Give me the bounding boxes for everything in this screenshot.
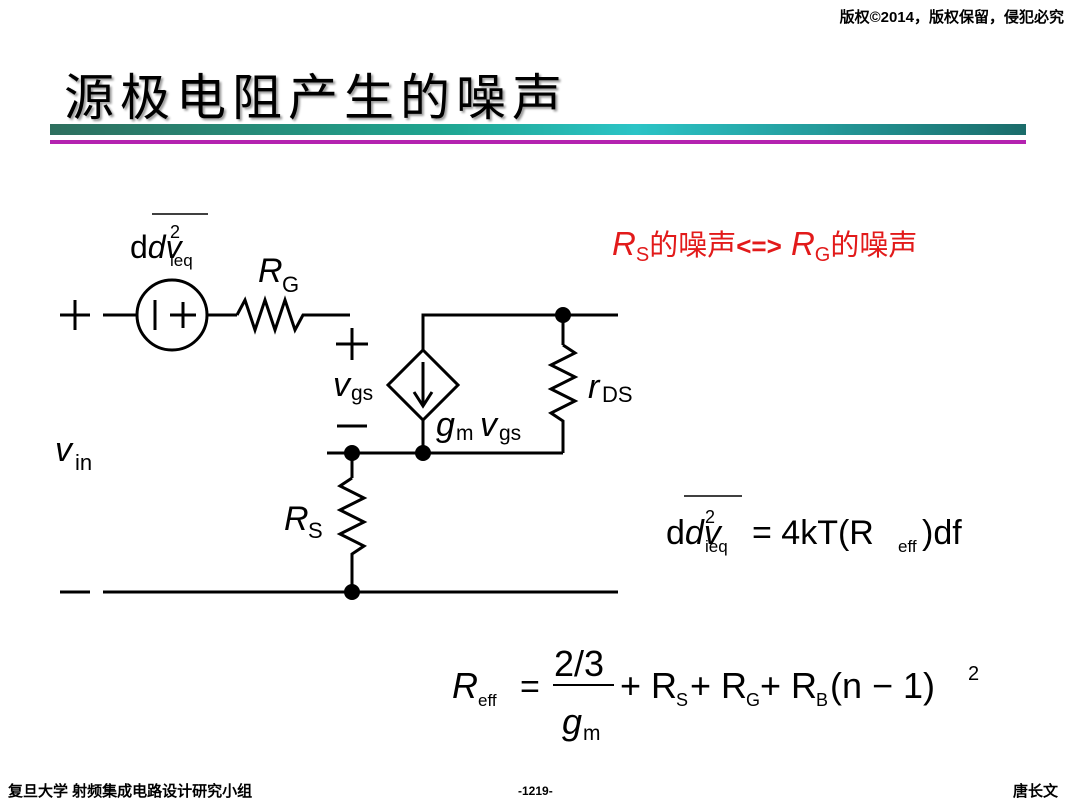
eq2-tail3-sub: B bbox=[816, 690, 828, 710]
title-underline-bar bbox=[50, 124, 1026, 135]
equivalence-arrow: <=> bbox=[736, 231, 782, 261]
dependent-source-arrow-head bbox=[412, 391, 434, 409]
rs-label: R bbox=[284, 500, 309, 538]
vin-label: v bbox=[55, 431, 74, 469]
eq2-den: g bbox=[562, 701, 582, 742]
copyright-notice: 版权©2014，版权保留，侵犯必究 bbox=[839, 9, 1064, 26]
rg-resistor bbox=[235, 295, 350, 335]
footer-author: 唐长文 bbox=[1012, 783, 1058, 800]
eq2-tail1: + R bbox=[620, 665, 677, 706]
page-number: -1219- bbox=[518, 784, 553, 798]
rs-sub: S bbox=[308, 518, 323, 543]
slide-title: 源极电阻产生的噪声 bbox=[64, 69, 568, 127]
rs-symbol: R bbox=[612, 225, 636, 262]
rg-sub: G bbox=[814, 244, 831, 266]
eq2-tail2: + R bbox=[690, 665, 747, 706]
rds-label: r bbox=[588, 368, 601, 406]
eq2-lhs: R bbox=[452, 665, 478, 706]
eq2-lhs-sub: eff bbox=[478, 691, 497, 710]
source-noise-v: dv bbox=[148, 229, 184, 265]
eq1-lhs: ddv bbox=[666, 514, 723, 552]
vgs-sub: gs bbox=[351, 382, 373, 405]
note-text-2: 的噪声 bbox=[830, 228, 918, 262]
eq1-v: dv bbox=[685, 514, 723, 552]
equivalence-note: RS的噪声<=> RG的噪声 bbox=[612, 222, 917, 267]
rs-sub: S bbox=[635, 244, 650, 266]
eq1-sup: 2 bbox=[705, 507, 715, 527]
eq1-rhs-end: )df bbox=[922, 514, 962, 552]
eq2-tail1-sub: S bbox=[676, 690, 688, 710]
eq1-d: d bbox=[666, 514, 685, 552]
source-noise-sub: ieq bbox=[170, 251, 193, 270]
eq1-rhs: = 4kT(R bbox=[752, 514, 874, 552]
vgs-label: v bbox=[333, 366, 352, 404]
title-underline-accent bbox=[50, 140, 1026, 144]
note-text-1: 的噪声 bbox=[649, 228, 737, 262]
source-noise-label: ddv bbox=[130, 229, 184, 265]
eq2-tail3: + R bbox=[760, 665, 817, 706]
rg-symbol: R bbox=[790, 225, 815, 262]
rg-label: R bbox=[258, 252, 283, 290]
gm-vsub: gs bbox=[499, 422, 521, 445]
rg-sub: G bbox=[282, 272, 299, 297]
vin-sub: in bbox=[75, 450, 92, 475]
eq2-equals: = bbox=[520, 668, 540, 706]
node-source-mid bbox=[415, 445, 431, 461]
eq2-tail4: (n − 1) bbox=[830, 665, 935, 706]
eq2-tail2-sub: G bbox=[746, 690, 760, 710]
rds-sub: DS bbox=[602, 382, 633, 407]
eq2-num: 2/3 bbox=[554, 643, 604, 684]
footer-affiliation: 复旦大学 射频集成电路设计研究小组 bbox=[8, 783, 253, 800]
source-noise-d: d bbox=[130, 229, 148, 265]
rds-resistor bbox=[547, 343, 579, 453]
eq2-tail4-sup: 2 bbox=[968, 663, 979, 685]
rs-resistor bbox=[336, 476, 368, 592]
gm-v: v bbox=[480, 406, 499, 444]
eq1-rhs-sub: eff bbox=[898, 537, 917, 556]
source-noise-sup: 2 bbox=[170, 222, 180, 242]
node-drain bbox=[555, 307, 571, 323]
eq2-den-sub: m bbox=[583, 722, 601, 745]
node-source-left bbox=[344, 445, 360, 461]
gm-sub: m bbox=[456, 422, 474, 445]
eq1-sub: ieq bbox=[705, 537, 728, 556]
node-ground bbox=[344, 584, 360, 600]
gm-label: g bbox=[436, 406, 455, 444]
